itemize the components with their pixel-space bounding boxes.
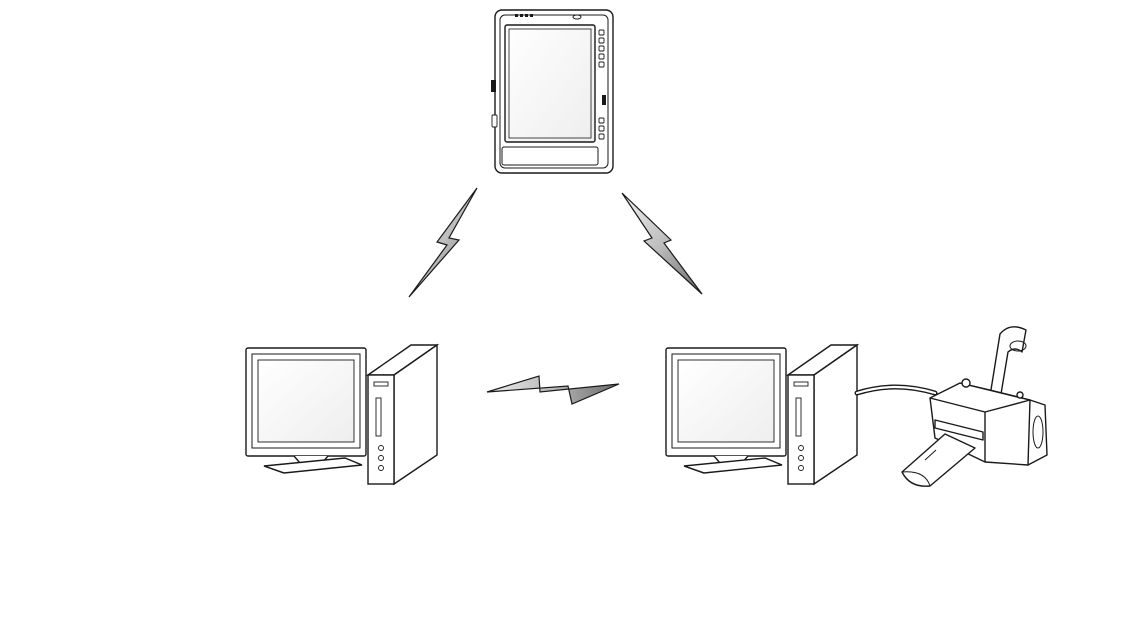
tablet-computer-icon [491, 10, 613, 173]
lightning-bolt-icon [409, 188, 477, 297]
desktop-computer-icon [246, 345, 437, 484]
lightning-bolt-icon [487, 376, 619, 404]
inkjet-printer-icon [902, 327, 1047, 486]
desktop-computer-icon [666, 345, 857, 484]
lightning-bolt-icon [622, 193, 702, 294]
